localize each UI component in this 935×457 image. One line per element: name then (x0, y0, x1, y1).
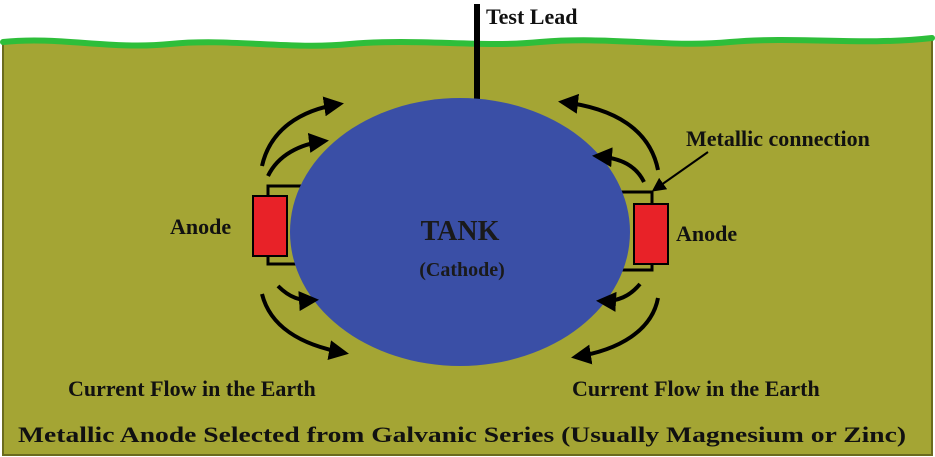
current-flow-arrow (260, 293, 349, 361)
anode-left-label: Anode (170, 214, 231, 239)
footer-caption: Metallic Anode Selected from Galvanic Se… (18, 422, 906, 447)
test-lead-label: Test Lead (486, 4, 577, 29)
left-anode (252, 195, 288, 257)
left-connection-wire-lower (266, 256, 300, 266)
metallic-connection-pointer (651, 151, 709, 192)
tank-sublabel: (Cathode) (419, 259, 505, 281)
current-flow-arrow (266, 132, 329, 177)
metallic-connection-label: Metallic connection (686, 126, 870, 151)
current-flow-arrow (571, 297, 660, 365)
left-connection-wire (266, 184, 305, 198)
current-flow-left-label: Current Flow in the Earth (68, 376, 316, 401)
current-flow-arrow (558, 93, 660, 171)
current-flow-arrow (596, 282, 642, 312)
ground-surface-line (0, 35, 935, 49)
current-flow-arrow (276, 284, 319, 312)
current-flow-arrow (260, 96, 344, 167)
right-connection-wire (615, 190, 654, 204)
right-anode (633, 203, 669, 265)
tank-cathode (290, 98, 630, 366)
tank-label: TANK (421, 216, 500, 247)
current-flow-right-label: Current Flow in the Earth (572, 376, 820, 401)
anode-right-label: Anode (676, 221, 737, 246)
current-flow-arrow (592, 147, 646, 183)
